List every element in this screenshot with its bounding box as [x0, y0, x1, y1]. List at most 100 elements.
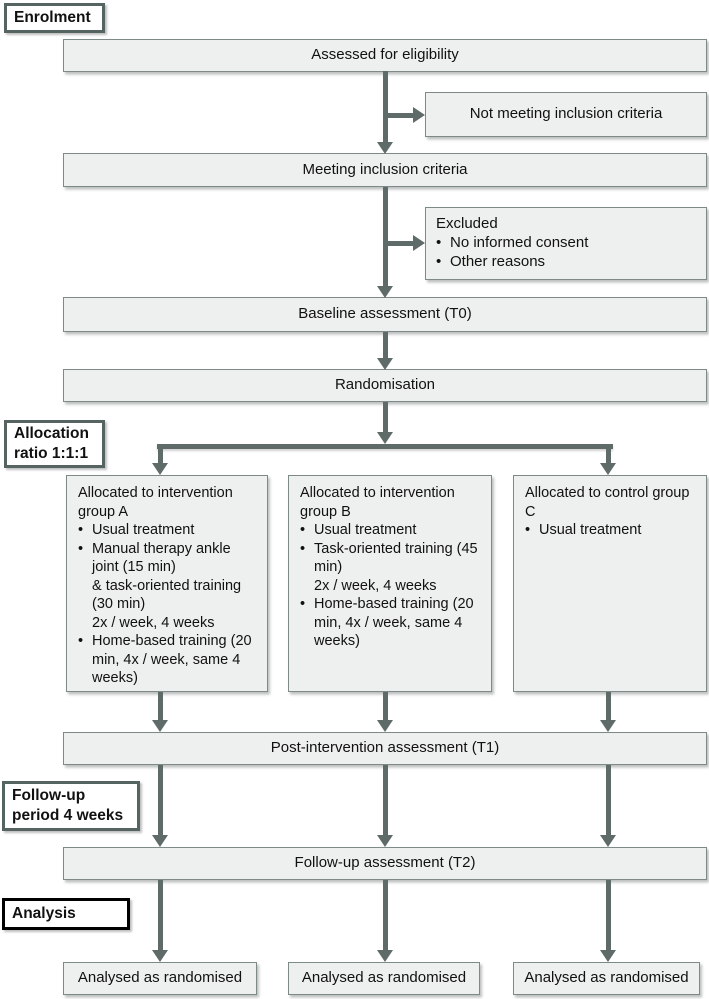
box-post-intervention: Post-intervention assessment (T1) [63, 732, 707, 765]
arrow-randomisation-to-branch-line [383, 402, 388, 433]
arrow-t1-to-t2-right-head-icon [600, 835, 616, 847]
group-c-title: Allocated to control group C [525, 485, 690, 520]
box-analysed-b-text: Analysed as randomised [301, 969, 467, 987]
box-not-meeting-text: Not meeting inclusion criteria [469, 105, 663, 123]
group-a-bullet: Manual therapy ankle joint (15 min) & ta… [78, 540, 256, 633]
bullet-dot [436, 234, 450, 253]
group-a-bullet-text: Usual treatment [92, 522, 195, 539]
group-b-bullet-text: Usual treatment [314, 522, 417, 539]
box-group-c: Allocated to control group C Usual treat… [513, 475, 707, 692]
box-group-a: Allocated to intervention group A Usual … [66, 475, 268, 692]
box-baseline-text: Baseline assessment (T0) [298, 305, 472, 323]
box-analysed-group-c: Analysed as randomised [513, 962, 700, 995]
excluded-bullet: No informed consent [436, 234, 696, 253]
group-a-bullet: Home-based training (20 min, 4x / week, … [78, 632, 256, 688]
bullet-dot [300, 540, 314, 596]
stage-label-followup-line2: period 4 weeks [12, 807, 124, 824]
box-baseline-assessment: Baseline assessment (T0) [63, 297, 707, 332]
bullet-dot [78, 632, 92, 688]
bullet-dot [436, 253, 450, 272]
box-randomisation: Randomisation [63, 369, 707, 402]
box-not-meeting-inclusion: Not meeting inclusion criteria [425, 92, 707, 137]
arrow-t2-to-analysed-right-line [606, 880, 611, 951]
box-followup-assessment: Follow-up assessment (T2) [63, 847, 707, 880]
arrow-t1-to-t2-mid-line [383, 765, 388, 836]
group-c-bullet: Usual treatment [525, 521, 695, 540]
group-a-bullet-text: Manual therapy ankle joint (15 min) & ta… [92, 540, 242, 631]
group-a-title: Allocated to intervention group A [78, 485, 233, 520]
arrow-baseline-to-randomisation-head-icon [377, 358, 393, 370]
excluded-bullet-text: Other reasons [450, 252, 546, 270]
arrow-branch-excluded-head-icon [413, 235, 425, 251]
arrow-meeting-to-baseline-line [383, 187, 388, 287]
arrow-t2-to-analysed-mid-line [383, 880, 388, 951]
box-randomisation-text: Randomisation [334, 376, 436, 394]
stage-label-allocation-line2: ratio 1:1:1 [14, 445, 89, 462]
box-analysed-c-text: Analysed as randomised [524, 969, 689, 987]
box-meeting-inclusion: Meeting inclusion criteria [63, 153, 707, 187]
arrow-group-b-to-t1-head-icon [377, 720, 393, 732]
arrow-group-a-to-t1-head-icon [152, 720, 168, 732]
stage-label-allocation-line1: Allocation [14, 424, 89, 442]
arrow-meeting-to-baseline-head-icon [377, 286, 393, 298]
stage-label-analysis-text: Analysis [12, 904, 76, 922]
box-excluded-title: Excluded [436, 215, 498, 232]
stage-label-followup: Follow-up period 4 weeks [2, 781, 140, 831]
box-followup-assessment-text: Follow-up assessment (T2) [294, 854, 476, 872]
arrow-branch-not-meeting-head-icon [413, 107, 425, 123]
arrow-group-c-to-t1-head-icon [600, 720, 616, 732]
excluded-bullet-text: No informed consent [450, 233, 589, 251]
group-a-bullet-text: Home-based training (20 min, 4x / week, … [92, 633, 252, 687]
stage-label-enrolment: Enrolment [4, 3, 105, 33]
arrow-t2-to-analysed-left-line [158, 880, 163, 951]
box-excluded: Excluded No informed consent Other reaso… [425, 207, 707, 280]
group-c-bullet-text: Usual treatment [539, 522, 642, 539]
box-analysed-group-b: Analysed as randomised [288, 962, 480, 995]
arrow-branch-to-group-a-head-icon [152, 463, 168, 475]
stage-label-followup-line1: Follow-up [12, 786, 86, 804]
arrow-assessed-to-meeting-head-icon [377, 142, 393, 154]
arrow-branch-to-group-a-line [158, 444, 163, 464]
box-assessed-text: Assessed for eligibility [311, 46, 459, 64]
bullet-dot [525, 521, 539, 540]
bullet-dot [78, 540, 92, 633]
box-assessed-for-eligibility: Assessed for eligibility [63, 39, 707, 72]
arrow-branch-excluded-line [385, 241, 415, 246]
arrow-branch-to-group-c-line [606, 444, 611, 464]
arrow-branch-to-group-c-head-icon [600, 463, 616, 475]
allocation-branch-bar [157, 444, 613, 449]
arrow-group-c-to-t1-line [606, 692, 611, 721]
excluded-bullet: Other reasons [436, 253, 696, 272]
arrow-assessed-to-meeting-line [383, 71, 388, 143]
stage-label-enrolment-text: Enrolment [14, 8, 91, 26]
arrow-t1-to-t2-left-line [158, 765, 163, 836]
bullet-dot [300, 595, 314, 651]
arrow-group-b-to-t1-line [383, 692, 388, 721]
box-meeting-text: Meeting inclusion criteria [302, 160, 468, 178]
stage-label-allocation: Allocation ratio 1:1:1 [4, 420, 105, 468]
arrow-t2-to-analysed-left-head-icon [152, 950, 168, 962]
arrow-group-a-to-t1-line [158, 692, 163, 721]
box-group-b: Allocated to intervention group B Usual … [288, 475, 492, 692]
group-b-bullet-text: Home-based training (20 min, 4x / week, … [314, 596, 474, 650]
group-b-bullet: Usual treatment [300, 521, 480, 540]
bullet-dot [300, 521, 314, 540]
bullet-dot [78, 521, 92, 540]
arrow-t1-to-t2-mid-head-icon [377, 835, 393, 847]
arrow-randomisation-to-branch-head-icon [377, 432, 393, 444]
arrow-t2-to-analysed-mid-head-icon [377, 950, 393, 962]
group-b-bullet: Home-based training (20 min, 4x / week, … [300, 595, 480, 651]
stage-label-analysis: Analysis [2, 898, 130, 930]
group-b-bullet: Task-oriented training (45 min) 2x / wee… [300, 540, 480, 596]
arrow-branch-not-meeting-line [385, 113, 415, 118]
arrow-t2-to-analysed-right-head-icon [600, 950, 616, 962]
group-b-title: Allocated to intervention group B [300, 485, 455, 520]
arrow-t1-to-t2-right-line [606, 765, 611, 836]
arrow-baseline-to-randomisation-line [383, 332, 388, 359]
group-a-bullet: Usual treatment [78, 521, 256, 540]
box-analysed-group-a: Analysed as randomised [63, 962, 257, 995]
arrow-t1-to-t2-left-head-icon [152, 835, 168, 847]
box-analysed-a-text: Analysed as randomised [77, 969, 243, 987]
box-post-intervention-text: Post-intervention assessment (T1) [270, 739, 500, 757]
